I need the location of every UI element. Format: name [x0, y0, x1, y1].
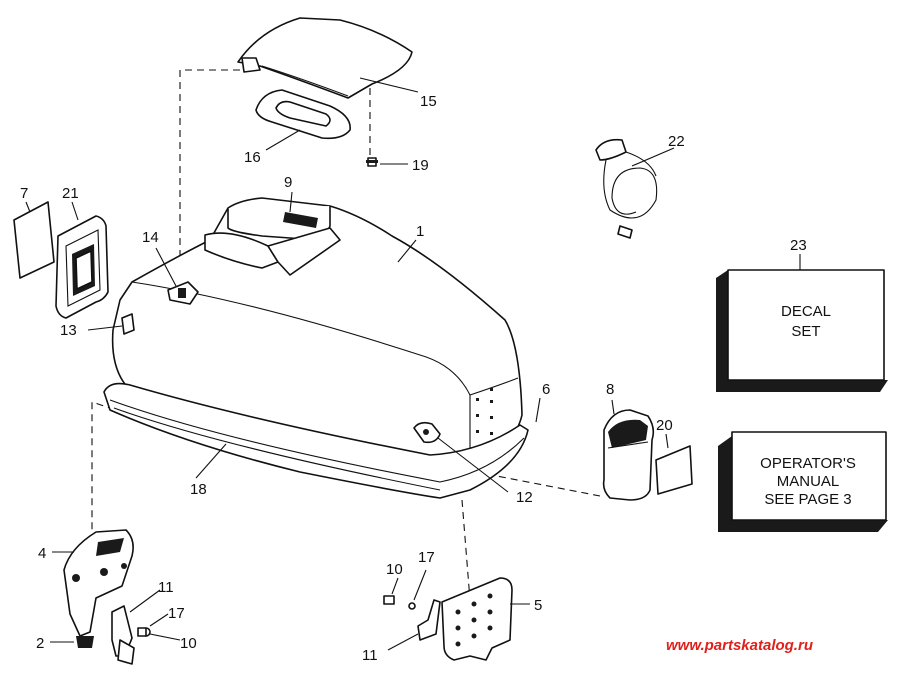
manual-line-1: OPERATOR'S: [760, 455, 856, 472]
callout-15: 15: [420, 93, 437, 110]
callout-10-left: 10: [180, 635, 197, 652]
callout-23: 23: [790, 237, 807, 254]
callout-labels: 1 9 14 13 18 12 6 15 16 19 7 21 8 20 22 …: [20, 93, 807, 664]
operators-manual-box: [718, 431, 888, 532]
callout-17-left: 17: [168, 605, 185, 622]
callout-14: 14: [142, 229, 159, 246]
gasket-part-16: [255, 89, 351, 140]
seal-part-18: [103, 382, 529, 499]
callout-2: 2: [36, 635, 44, 652]
leader-lines: [25, 77, 801, 651]
callout-11-right: 11: [362, 647, 378, 664]
cable-part-22: [595, 138, 658, 239]
decal-set-box-part-23: [716, 269, 888, 392]
decal-part-7: [13, 201, 55, 279]
bracket-part-5: [441, 577, 513, 661]
callout-1: 1: [416, 223, 424, 240]
callout-16: 16: [244, 149, 261, 166]
strap-part-11-right: [417, 599, 441, 641]
callout-6: 6: [542, 381, 550, 398]
hatch-cover-part-15: [237, 17, 413, 99]
grommet-part-2: [76, 636, 94, 648]
lock-knob-part-12: [413, 421, 441, 444]
decal-set-text: DECAL SET: [781, 303, 831, 340]
frame-part-21: [55, 215, 109, 319]
callout-17-right: 17: [418, 549, 435, 566]
callout-11-left: 11: [158, 579, 174, 596]
callout-4: 4: [38, 545, 46, 562]
screw-washer-left: [137, 627, 151, 637]
callout-21: 21: [62, 185, 79, 202]
decal-part-20: [655, 445, 693, 495]
manual-line-2: MANUAL: [777, 473, 840, 490]
callout-9: 9: [284, 174, 292, 191]
panel-part-8: [602, 409, 655, 501]
strap-part-11-left: [111, 605, 135, 665]
manual-line-3: SEE PAGE 3: [764, 491, 851, 508]
screw-washer-right: [383, 595, 416, 610]
latch-part-14: [167, 281, 199, 305]
watermark-text: www.partskatalog.ru: [666, 637, 813, 654]
callout-19: 19: [412, 157, 429, 174]
side-tab-part-13: [121, 313, 135, 335]
callout-22: 22: [668, 133, 685, 150]
callout-18: 18: [190, 481, 207, 498]
operators-manual-text: OPERATOR'S MANUAL SEE PAGE 3: [760, 455, 856, 508]
screw-part-19: [366, 157, 378, 167]
callout-13: 13: [60, 322, 77, 339]
callout-12: 12: [516, 489, 533, 506]
decal-line-2: SET: [791, 323, 820, 340]
callout-20: 20: [656, 417, 673, 434]
decal-line-1: DECAL: [781, 303, 831, 320]
callout-7: 7: [20, 185, 28, 202]
callout-8: 8: [606, 381, 614, 398]
callout-10-right: 10: [386, 561, 403, 578]
callout-5: 5: [534, 597, 542, 614]
